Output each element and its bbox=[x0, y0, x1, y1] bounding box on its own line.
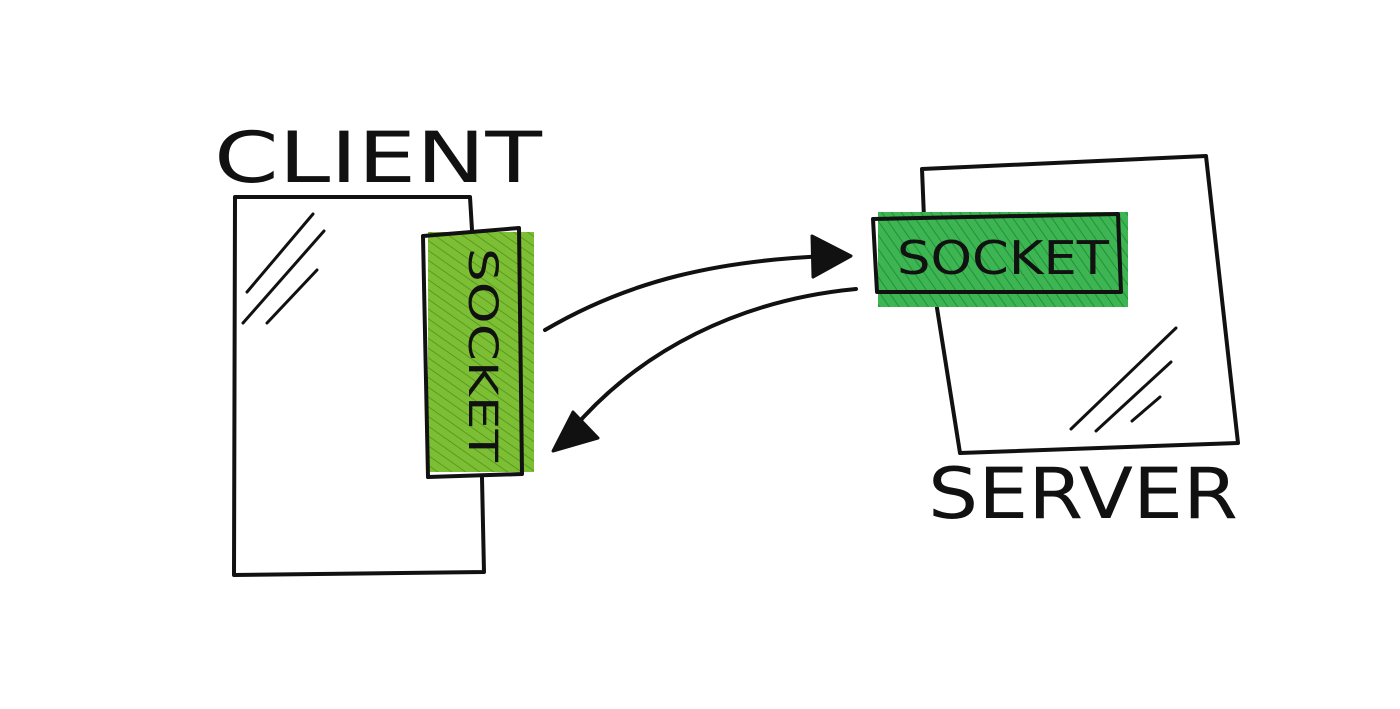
server-socket-label: SOCKET bbox=[897, 231, 1110, 285]
client-glare-icon bbox=[241, 212, 326, 325]
client-socket-fill bbox=[428, 232, 534, 472]
server-socket: SOCKET bbox=[871, 212, 1128, 307]
client-label: CLIENT bbox=[214, 117, 542, 199]
server-glare-icon bbox=[1069, 326, 1178, 433]
arrow-to-client bbox=[570, 287, 858, 432]
client-group: CLIENT SOCKET bbox=[214, 117, 542, 577]
arrow-to-server bbox=[543, 254, 832, 332]
server-group: SOCKET SERVER bbox=[871, 154, 1240, 535]
arrow-to-server-head bbox=[810, 234, 853, 279]
server-label: SERVER bbox=[928, 453, 1238, 535]
server-box bbox=[920, 154, 1240, 455]
arrow-to-client-head bbox=[551, 410, 600, 453]
client-socket-border bbox=[421, 226, 524, 479]
server-socket-border bbox=[871, 212, 1123, 294]
client-socket-label: SOCKET bbox=[459, 248, 505, 463]
client-socket: SOCKET bbox=[421, 226, 534, 479]
connection-arrows bbox=[543, 234, 858, 453]
client-box bbox=[232, 195, 486, 577]
